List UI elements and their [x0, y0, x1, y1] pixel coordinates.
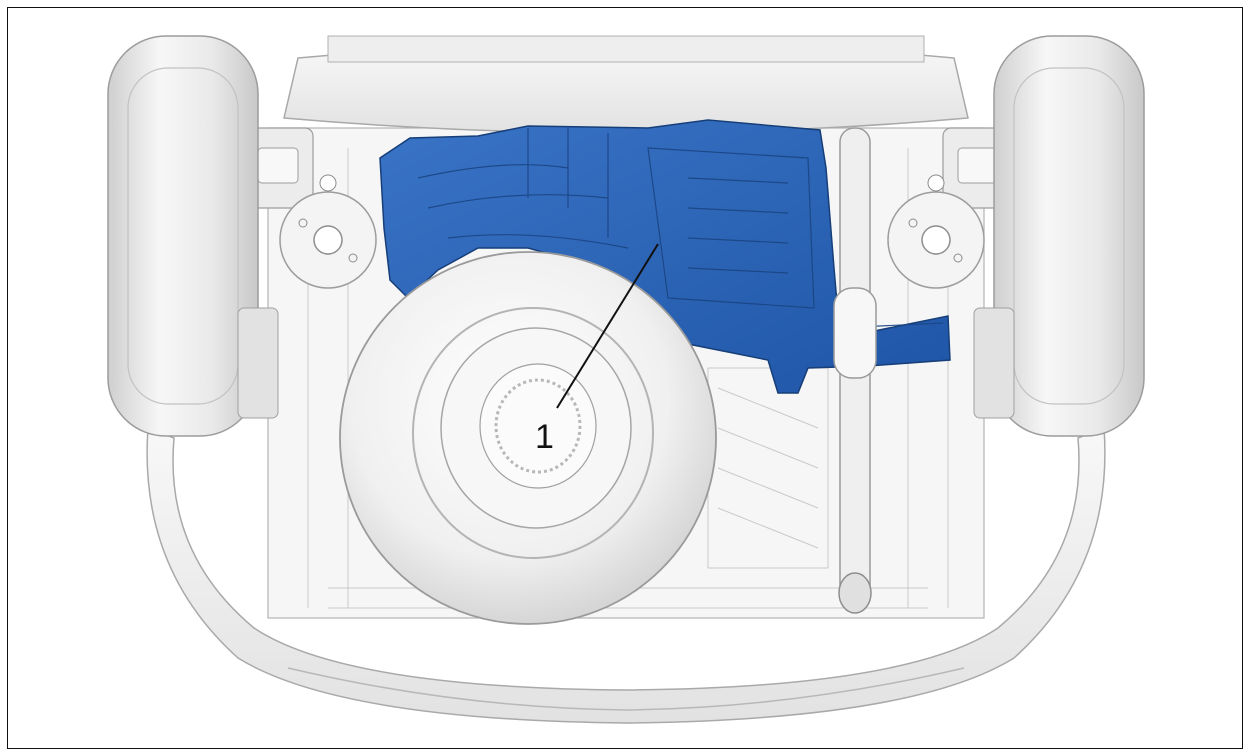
vehicle-underbody-diagram: 1 [107, 35, 1145, 724]
diagram-frame: 1 [7, 7, 1243, 749]
highlighted-component-1 [379, 119, 951, 394]
right-rear-tire [973, 35, 1145, 437]
spare-tire [339, 251, 717, 625]
upper-frame-rail [327, 35, 925, 63]
rear-bumper [146, 426, 1106, 724]
callout-1-label: 1 [535, 418, 554, 456]
left-suspension-mount [242, 127, 377, 289]
bumper-lower-lip [287, 667, 965, 711]
left-rear-tire [107, 35, 279, 437]
callout-1-leader [556, 243, 659, 409]
exhaust-pipe [833, 127, 877, 614]
